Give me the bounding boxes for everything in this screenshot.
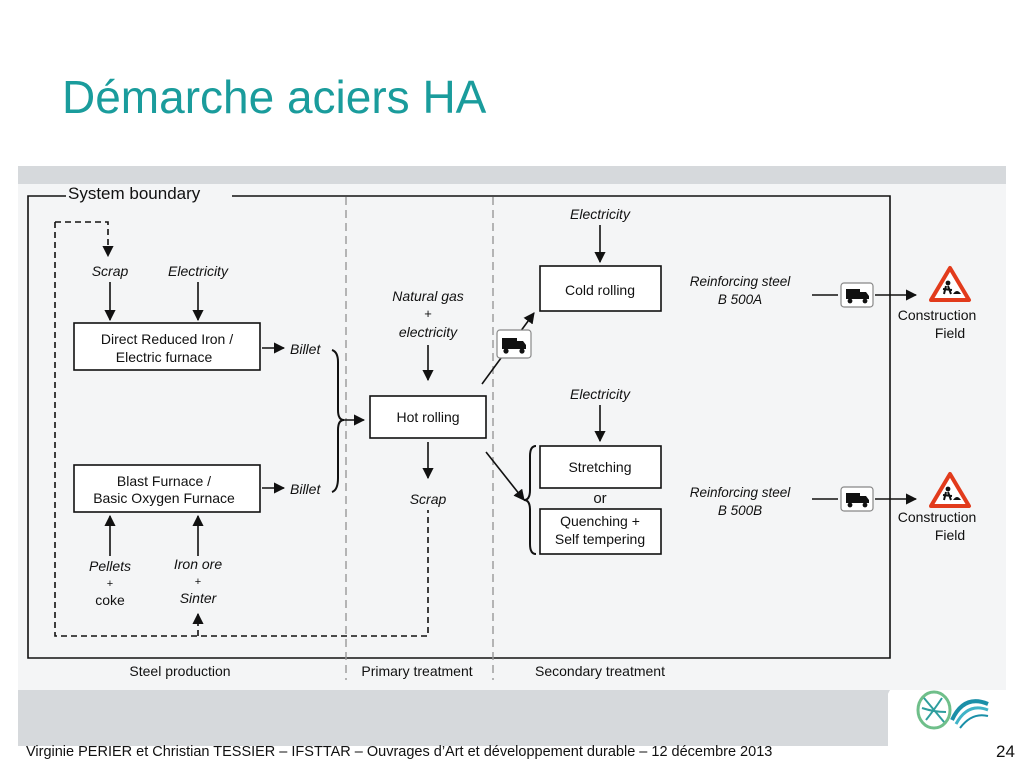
process-blast-furnace-bof — [73, 464, 261, 513]
input-scrap: Scrap — [92, 263, 129, 279]
billet-bottom: Billet — [290, 481, 321, 497]
hot-rolling-label: Hot rolling — [396, 409, 459, 425]
truck-icon — [840, 282, 874, 308]
truck-icon — [840, 486, 874, 512]
field-b-label-line2: Field — [935, 527, 965, 543]
page-number: 24 — [996, 742, 1015, 761]
diagram-background — [18, 184, 1006, 690]
rebar-b-label-line1: Reinforcing steel — [690, 485, 792, 500]
rebar-b-label-line2: B 500B — [718, 503, 762, 518]
section-steel-production: Steel production — [129, 663, 230, 679]
field-b-label-line1: Construction — [898, 509, 977, 525]
process-hot-rolling — [369, 395, 487, 439]
or-label: or — [593, 490, 606, 507]
secondary-b-brace — [523, 445, 537, 555]
input-sinter: Sinter — [180, 590, 218, 606]
arrow-hot-to-secondary-b — [485, 451, 525, 501]
bottom-band-slant — [860, 690, 890, 746]
output-scrap: Scrap — [410, 491, 447, 507]
dri-label-line2: Electric furnace — [116, 349, 213, 365]
field-a-label-line1: Construction — [898, 307, 977, 323]
roadwork-warning-icon — [929, 472, 971, 508]
truck-icon — [496, 329, 532, 359]
bottom-band — [18, 690, 888, 746]
system-boundary-label: System boundary — [68, 184, 201, 203]
field-a-label-line2: Field — [935, 325, 965, 341]
billet-top: Billet — [290, 341, 321, 357]
input-pellets: Pellets — [89, 558, 131, 574]
input-electricity-stretch: Electricity — [570, 386, 631, 402]
slide-title: Démarche aciers HA — [62, 71, 487, 123]
input-electricity-hot: electricity — [399, 324, 458, 340]
stretching-label: Stretching — [568, 459, 631, 475]
input-iron-ore-plus: + — [195, 576, 201, 588]
process-stretching — [539, 445, 662, 489]
process-quenching-self-tempering — [539, 508, 662, 555]
ifsttar-logo-icon — [916, 690, 989, 730]
input-coke: coke — [95, 592, 125, 608]
quench-label-line2: Self tempering — [555, 531, 645, 547]
process-cold-rolling — [539, 265, 662, 312]
bf-label-line1: Blast Furnace / — [117, 473, 211, 489]
process-dri-electric-furnace — [73, 322, 261, 371]
section-primary-treatment: Primary treatment — [361, 663, 472, 679]
input-natural-gas: Natural gas — [392, 288, 464, 304]
input-natural-gas-plus: + — [424, 306, 432, 321]
scrap-recycle-loop — [54, 221, 429, 637]
roadwork-warning-icon — [929, 266, 971, 302]
slide-footer: Virginie PERIER et Christian TESSIER – I… — [26, 744, 773, 760]
rebar-a-label-line2: B 500A — [718, 292, 762, 307]
billet-brace — [331, 349, 345, 493]
input-electricity-cold: Electricity — [570, 206, 631, 222]
input-pellets-plus: + — [107, 578, 113, 590]
input-iron-ore: Iron ore — [174, 556, 222, 572]
quench-label-line1: Quenching + — [560, 513, 640, 529]
dri-label-line1: Direct Reduced Iron / — [101, 331, 233, 347]
cold-rolling-label: Cold rolling — [565, 282, 635, 298]
top-band — [18, 166, 1006, 184]
rebar-a-label-line1: Reinforcing steel — [690, 274, 792, 289]
system-boundary-frame — [27, 195, 891, 659]
section-secondary-treatment: Secondary treatment — [535, 663, 665, 679]
input-electricity-steel: Electricity — [168, 263, 229, 279]
bf-label-line2: Basic Oxygen Furnace — [93, 490, 235, 506]
